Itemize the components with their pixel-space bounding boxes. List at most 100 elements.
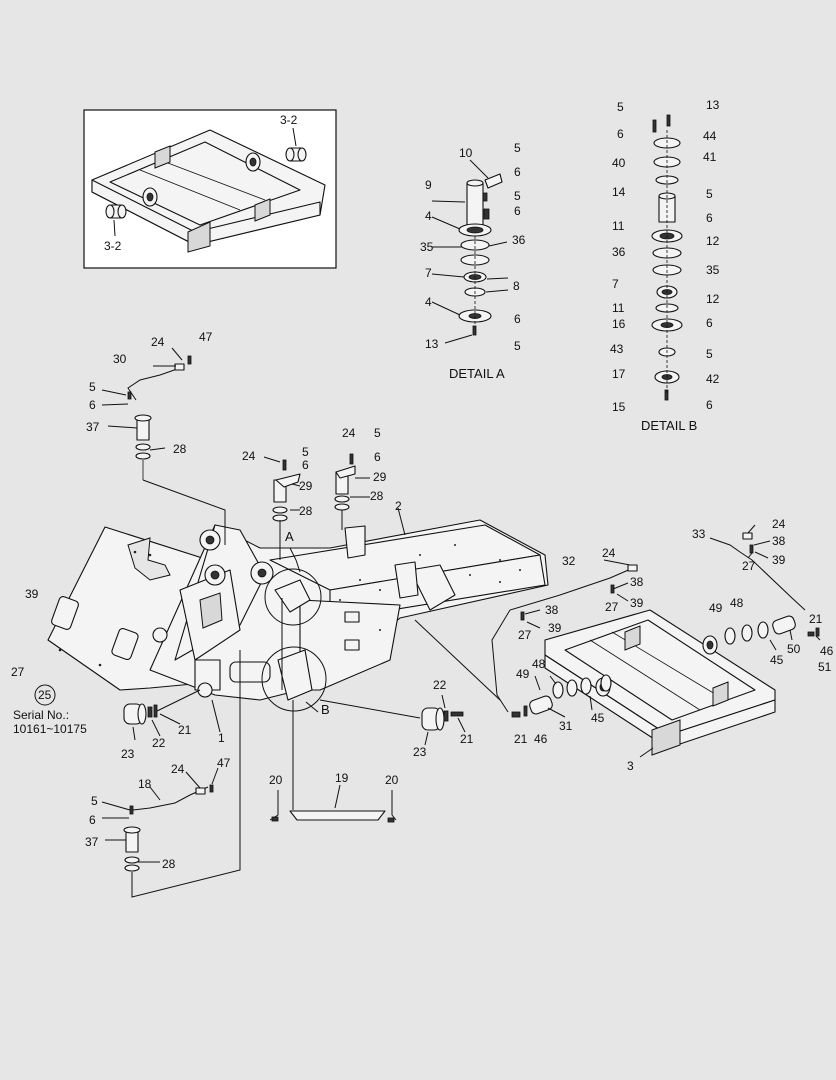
part-label: 28	[299, 504, 313, 518]
part-label: 12	[706, 234, 720, 248]
part-label: 11	[612, 301, 625, 315]
part-label: 21	[514, 732, 528, 746]
part-label: 44	[703, 129, 717, 143]
link-19	[269, 700, 397, 823]
part-label: 27	[11, 665, 25, 679]
part-label: 38	[630, 575, 644, 589]
part-label: 49	[516, 667, 530, 681]
detail-b-labels: 5 13 6 44 40 41 14 5 6 11 12 36 35 7 11 …	[610, 98, 720, 433]
tube-32-assembly	[414, 559, 638, 713]
part-label: 49	[709, 601, 723, 615]
part-label: 24	[342, 426, 356, 440]
part-label: 6	[706, 316, 713, 330]
part-label: 5	[514, 339, 521, 353]
part-label: 39	[630, 596, 644, 610]
part-label: 27	[518, 628, 532, 642]
part-label: 6	[374, 450, 381, 464]
pin-31-assembly	[511, 674, 612, 718]
view-callout-b: B	[321, 702, 330, 717]
part-label: 24	[151, 335, 165, 349]
part-label: 4	[425, 209, 432, 223]
part-label: 21	[178, 723, 192, 737]
part-label: 39	[25, 587, 39, 601]
part-label: 6	[89, 813, 96, 827]
part-label: 39	[772, 553, 786, 567]
part-label: 4	[425, 295, 432, 309]
part-label: 7	[612, 277, 619, 291]
part-label: 24	[171, 762, 185, 776]
part-label: 6	[514, 165, 521, 179]
part-label: 7	[425, 266, 432, 280]
part-label: 33	[692, 527, 706, 541]
part-label: 36	[512, 233, 526, 247]
part-label: 13	[425, 337, 439, 351]
part-label: 29	[299, 479, 313, 493]
serial-ref-number: 25	[38, 688, 52, 702]
part-label: 43	[610, 342, 624, 356]
part-label: 30	[113, 352, 127, 366]
detail-b-stack	[651, 114, 683, 401]
part-label: 6	[617, 127, 624, 141]
part-label: 6	[706, 398, 713, 412]
part-label: 3-2	[104, 239, 122, 253]
part-label: 3-2	[280, 113, 298, 127]
bushing-3-2-lower	[105, 204, 127, 219]
detail-a-caption: DETAIL A	[449, 366, 505, 381]
serial-label: Serial No.:	[13, 708, 69, 722]
part-label: 22	[152, 736, 166, 750]
part-label: 47	[217, 756, 231, 770]
part-label: 15	[612, 400, 626, 414]
part-label: 45	[770, 653, 784, 667]
part-label: 35	[706, 263, 720, 277]
part-label: 2	[395, 499, 402, 513]
part-label: 5	[374, 426, 381, 440]
part-label: 14	[612, 185, 626, 199]
part-label: 12	[706, 292, 720, 306]
serial-range: 10161~10175	[13, 722, 87, 736]
part-label: 6	[706, 211, 713, 225]
part-label: 6	[302, 458, 309, 472]
part-label: 8	[513, 279, 520, 293]
part-label: 23	[121, 747, 135, 761]
part-label: 31	[559, 719, 573, 733]
part-label: 5	[514, 141, 521, 155]
part-label: 18	[138, 777, 152, 791]
part-label: 9	[425, 178, 432, 192]
pin-29-assemblies	[263, 453, 406, 560]
part-label: 28	[370, 489, 384, 503]
part-label: 28	[162, 857, 176, 871]
part-label: 23	[413, 745, 427, 759]
part-label: 40	[612, 156, 626, 170]
part-label: 24	[242, 449, 256, 463]
view-callout-a: A	[285, 529, 294, 544]
detail-a-labels: 10 5 6 9 5 6 4 36 35 7 8 4 6 13 5 DETAIL…	[420, 141, 526, 381]
inset-frame-view	[83, 109, 337, 269]
part-label: 1	[218, 731, 225, 745]
part-label: 11	[612, 219, 625, 233]
part-label: 6	[514, 312, 521, 326]
part-label: 21	[809, 612, 823, 626]
detail-b-caption: DETAIL B	[641, 418, 697, 433]
tube-18-assembly	[101, 650, 241, 898]
rubber-mounts	[123, 689, 466, 746]
serial-number-note: 25 Serial No.: 10161~10175	[13, 684, 87, 736]
part-label: 24	[772, 517, 786, 531]
part-label: 42	[706, 372, 720, 386]
part-label: 29	[373, 470, 387, 484]
main-labels: 24 47 30 5 6 37 28 24 5 6 24 5 6 29 29 2…	[11, 330, 834, 871]
part-label: 10	[459, 146, 473, 160]
part-label: 37	[86, 420, 100, 434]
part-label: 32	[562, 554, 576, 568]
part-label: 5	[91, 794, 98, 808]
part-label: 5	[706, 347, 713, 361]
part-label: 39	[548, 621, 562, 635]
part-label: 48	[532, 657, 546, 671]
part-label: 20	[385, 773, 399, 787]
part-label: 28	[173, 442, 187, 456]
part-label: 17	[612, 367, 626, 381]
detail-a-stack	[431, 159, 509, 344]
part-label: 48	[730, 596, 744, 610]
part-label: 16	[612, 317, 626, 331]
part-label: 5	[89, 380, 96, 394]
